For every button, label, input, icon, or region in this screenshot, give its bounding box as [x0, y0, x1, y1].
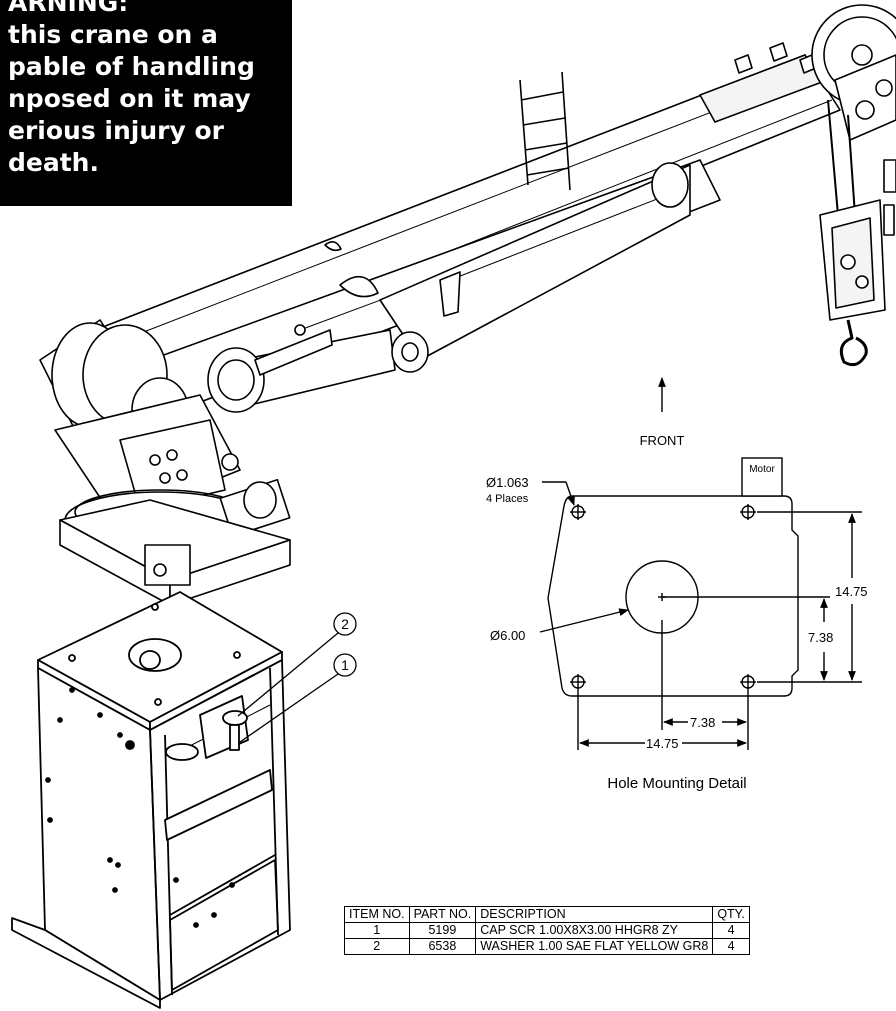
bom-header-row: ITEM NO. PART NO. DESCRIPTION QTY.: [344, 906, 750, 923]
center-hole-callout: Ø6.00: [490, 628, 525, 643]
bom-part-no: 5199: [408, 922, 477, 939]
warning-line: erious injury or: [8, 116, 224, 145]
warning-line: ARNING:: [8, 0, 129, 17]
dim-height: 14.75: [835, 584, 868, 599]
bom-description: CAP SCR 1.00X8X3.00 HHGR8 ZY: [475, 922, 714, 939]
warning-line: pable of handling: [8, 52, 255, 81]
warning-line: this crane on a: [8, 20, 218, 49]
bom-header: PART NO.: [408, 906, 477, 923]
mounting-detail: [539, 377, 862, 750]
dim-half-width: 7.38: [690, 715, 715, 730]
warning-line: nposed on it may: [8, 84, 251, 113]
balloon-2-label: 2: [341, 616, 349, 632]
bom-item-no: 1: [344, 922, 410, 939]
motor-tab: [741, 457, 783, 497]
bom-row: 2 6538 WASHER 1.00 SAE FLAT YELLOW GR8 4: [344, 938, 750, 955]
bom-header: ITEM NO.: [344, 906, 410, 923]
bom-qty: 4: [712, 938, 750, 955]
dim-half-height: 7.38: [808, 630, 833, 645]
bom-row: 1 5199 CAP SCR 1.00X8X3.00 HHGR8 ZY 4: [344, 922, 750, 939]
detail-caption: Hole Mounting Detail: [607, 775, 746, 792]
bom-header: QTY.: [712, 906, 750, 923]
balloon-1-label: 1: [341, 657, 349, 673]
warning-line: death.: [8, 148, 99, 177]
bom-qty: 4: [712, 922, 750, 939]
balloon-1: [333, 653, 357, 677]
hole-places-label: 4 Places: [486, 493, 529, 505]
bill-of-materials: ITEM NO. PART NO. DESCRIPTION QTY. 1 519…: [344, 906, 750, 955]
item-balloons: [237, 612, 357, 743]
motor-label: Motor: [749, 464, 775, 475]
bolt-holes: [570, 504, 756, 690]
hole-diameter-callout: Ø1.063: [486, 475, 529, 490]
mounting-plate: [547, 495, 799, 697]
bom-header: DESCRIPTION: [475, 906, 714, 923]
crane-illustration: [39, 4, 896, 606]
bom-item-no: 2: [344, 938, 410, 955]
bom-part-no: 6538: [408, 938, 477, 955]
bom-description: WASHER 1.00 SAE FLAT YELLOW GR8: [475, 938, 714, 955]
balloon-2: [333, 612, 357, 636]
front-label: FRONT: [640, 433, 685, 448]
crane-stand: [11, 591, 291, 1009]
warning-box: ARNING: this crane on a pable of handlin…: [0, 0, 292, 206]
dim-width: 14.75: [646, 736, 679, 751]
